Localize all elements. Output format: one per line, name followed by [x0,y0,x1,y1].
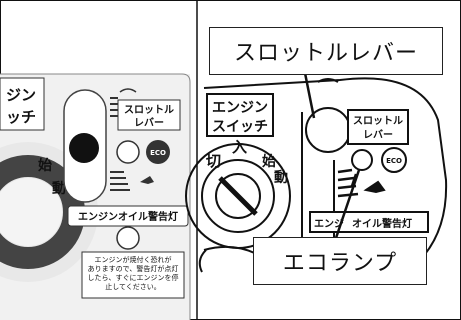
oil-warning-fragment-1: エンジ [314,218,344,230]
engine-switch-label-box-r [206,93,274,137]
speed-ticks [110,97,130,191]
eco-badge-text: ECO [150,149,166,157]
oil-warning-lamp [116,226,140,250]
oil-warning-title: エンジンオイル警告灯 [78,210,178,223]
throttle-label-line2: レバー [134,117,164,129]
left-panel: ジン ッチ 始 動 スロットル レバー ECO エンジンオイル警告灯 [0,73,191,320]
eco-lamp-pointer [350,173,358,187]
throttle-label-box [117,99,181,131]
dial-key-slot [218,176,258,216]
dial-ring-r [201,159,275,233]
eco-lamp-callout: エコランプ [253,237,427,285]
rabbit-icon [140,176,154,184]
eco-badge-r [381,147,407,173]
rabbit-icon-r [363,180,386,194]
throttle-label-line1-r: スロットル [353,115,403,127]
left-panel-plate-edge [0,73,191,320]
dial-inner-r [215,173,261,219]
turtle-icon-r [317,78,339,83]
dial-mark-off: 切 [206,152,221,170]
eco-badge-text-r: ECO [386,157,402,165]
dial-outer-r [185,143,291,249]
eco-lamp [116,140,140,164]
right-panel-text: エンジン スイッチ スロットル レバー ECO 切 入 始 動 エンジ オイル警… [206,100,412,230]
oil-warning-note-box [81,251,185,299]
throttle-lever-knob [69,133,99,163]
dial-skirt-left [198,249,207,273]
dial-mark-start: 始 [38,157,52,174]
oil-warning-fragment-2: オイル警告灯 [352,217,412,230]
oil-warning-note-line4: 止してください。 [105,282,161,291]
eco-callout-leader [334,169,361,239]
right-panel [185,72,448,273]
eco-lamp-r [351,149,373,171]
oil-warning-note-line2: ありますので、警告灯が点灯 [88,264,179,273]
housing-outline [203,77,448,261]
throttle-label-line1: スロットル [124,104,174,116]
dial-mark-start-r: 始 [262,153,276,170]
oil-warning-title-box [67,205,189,227]
throttle-callout-leader [303,72,316,119]
throttle-label-box-r [347,109,409,145]
dial-mark-crank: 動 [52,180,66,197]
engine-switch-label-line2-r: スイッチ [212,119,268,135]
engine-switch-label-line2: ッチ [6,108,36,126]
dial-center [0,178,62,246]
throttle-lever-callout: スロットルレバー [209,27,443,75]
oil-warning-note-line1: エンジンが焼付く恐れが [95,255,172,264]
turtle-icon [119,88,137,93]
engine-switch-label-box [0,77,45,131]
throttle-label-line2-r: レバー [363,129,393,141]
oil-warning-note-line3: したら、すぐにエンジンを停 [88,273,179,282]
dial-mark-crank-r: 動 [274,169,288,186]
engine-switch-label-line1-r: エンジン [212,100,268,116]
eco-badge [146,140,170,164]
engine-switch-label-line1: ジン [6,86,36,104]
dial-mark-on: 入 [232,138,247,156]
